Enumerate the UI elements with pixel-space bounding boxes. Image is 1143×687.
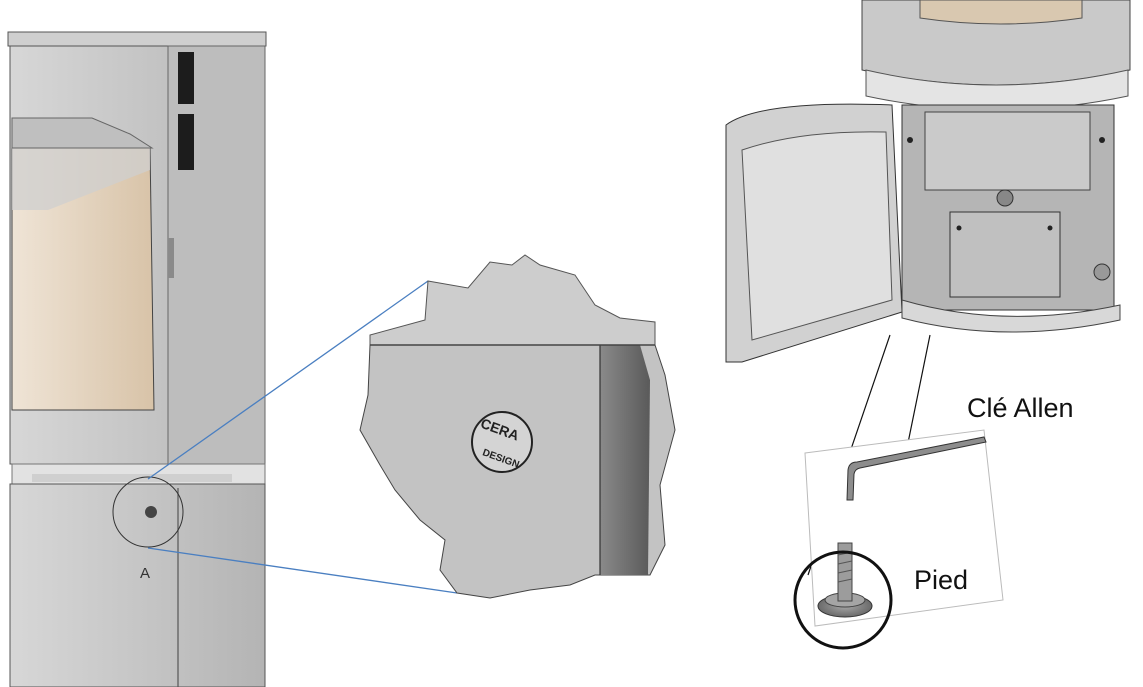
stove-lower-body [9,483,266,687]
glass-reflection [12,148,150,210]
allen-key-icon [846,436,987,501]
foot-highlight-circle [793,550,893,650]
leveling-foot-icon [817,542,873,618]
vent-slot-lower [178,114,194,170]
stove-base-open-view [725,0,1131,363]
detail-marker-label: A [140,565,150,582]
cera-design-logo [471,411,533,473]
band-insert [32,474,232,482]
screw-1 [907,137,913,143]
door-hinge [168,238,174,278]
screw-2 [1099,137,1105,143]
inner-window-arc [919,0,1083,25]
breakout-top-band [369,254,656,346]
ash-tray-top [924,111,1091,191]
stove-side-door [167,45,266,465]
parts-box [804,429,1004,627]
base-plate [901,299,1121,333]
ash-box [949,211,1061,298]
foot-label: Pied [914,565,969,595]
vent-slot-upper [178,52,194,104]
stove-front-view [7,31,267,687]
callout-line-top [147,280,429,480]
screw-3 [956,225,962,231]
small-logo-badge [145,506,157,518]
breakout-side-edge [600,345,650,575]
allen-key-label: Clé Allen [967,393,1074,423]
screw-4 [1047,225,1053,231]
detail-breakout: CERA DESIGN [359,254,676,599]
knob [996,189,1014,207]
stove-top-cap [7,31,267,47]
detail-circle [112,476,184,548]
callout-line-bottom [147,547,458,594]
window-top-frame [11,117,154,149]
opened-door-inner [741,131,893,341]
breakout-panel [359,344,676,599]
leveling-foot-socket [1093,263,1111,281]
